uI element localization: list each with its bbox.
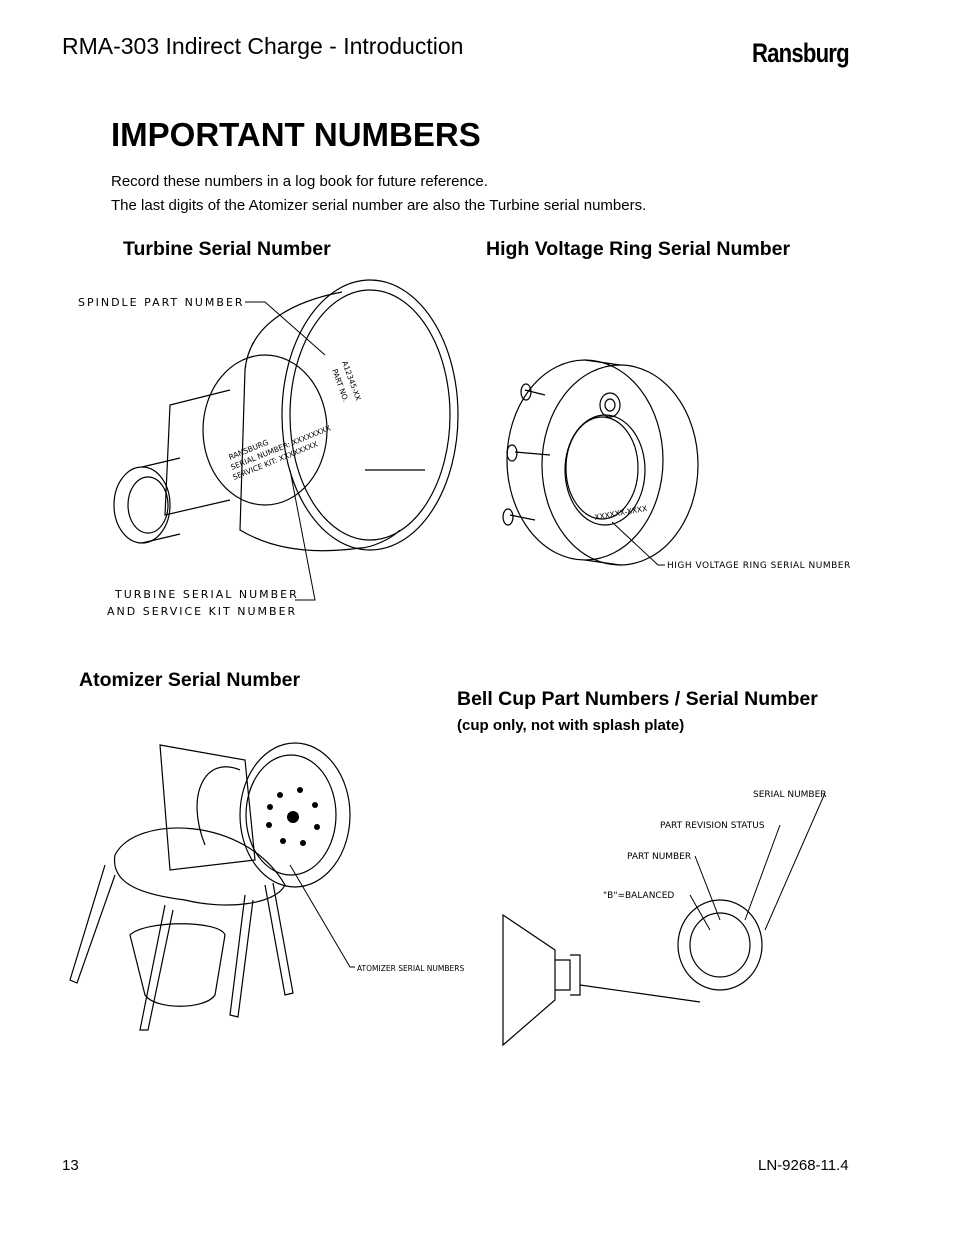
bell-cup-note: (cup only, not with splash plate)	[457, 717, 685, 734]
bell-cup-heading: Bell Cup Part Numbers / Serial Number	[457, 688, 818, 710]
callout-turbine-1: TURBINE SERIAL NUMBER	[114, 588, 299, 601]
hv-ring-callout: HIGH VOLTAGE RING SERIAL NUMBER	[667, 561, 851, 571]
atomizer-heading: Atomizer Serial Number	[79, 669, 301, 691]
atomizer-drawing: ATOMIZER SERIAL NUMBERS	[69, 742, 464, 1031]
intro-line-1: Record these numbers in a log book for f…	[111, 173, 488, 190]
bell-callout-revision: PART REVISION STATUS	[660, 821, 765, 831]
turbine-heading: Turbine Serial Number	[123, 238, 331, 260]
brand-logo: Ransburg	[752, 38, 850, 68]
callout-turbine-2: AND SERVICE KIT NUMBER	[107, 605, 297, 618]
atomizer-callout: ATOMIZER SERIAL NUMBERS	[357, 964, 464, 973]
hv-ring-heading: High Voltage Ring Serial Number	[486, 238, 791, 260]
hv-ring-marking: XXXXXX-XXXX	[594, 504, 648, 522]
doc-number: LN-9268-11.4	[758, 1157, 849, 1174]
page-number: 13	[62, 1157, 79, 1174]
bell-callout-serial: SERIAL NUMBER	[753, 790, 827, 800]
bell-cup-drawing: SERIAL NUMBER PART REVISION STATUS PART …	[502, 790, 827, 1047]
turbine-drawing: RANSBURG SERIAL NUMBER: XXXXXXXX SERVICE…	[78, 279, 459, 618]
bell-callout-part: PART NUMBER	[627, 852, 691, 862]
header-title: RMA-303 Indirect Charge - Introduction	[62, 33, 464, 59]
intro-line-2: The last digits of the Atomizer serial n…	[111, 197, 647, 214]
callout-spindle: SPINDLE PART NUMBER	[78, 296, 245, 309]
page-title: IMPORTANT NUMBERS	[111, 116, 481, 153]
hv-ring-drawing: XXXXXX-XXXX HIGH VOLTAGE RING SERIAL NUM…	[502, 359, 851, 571]
bell-callout-balanced: "B"=BALANCED	[603, 891, 674, 901]
